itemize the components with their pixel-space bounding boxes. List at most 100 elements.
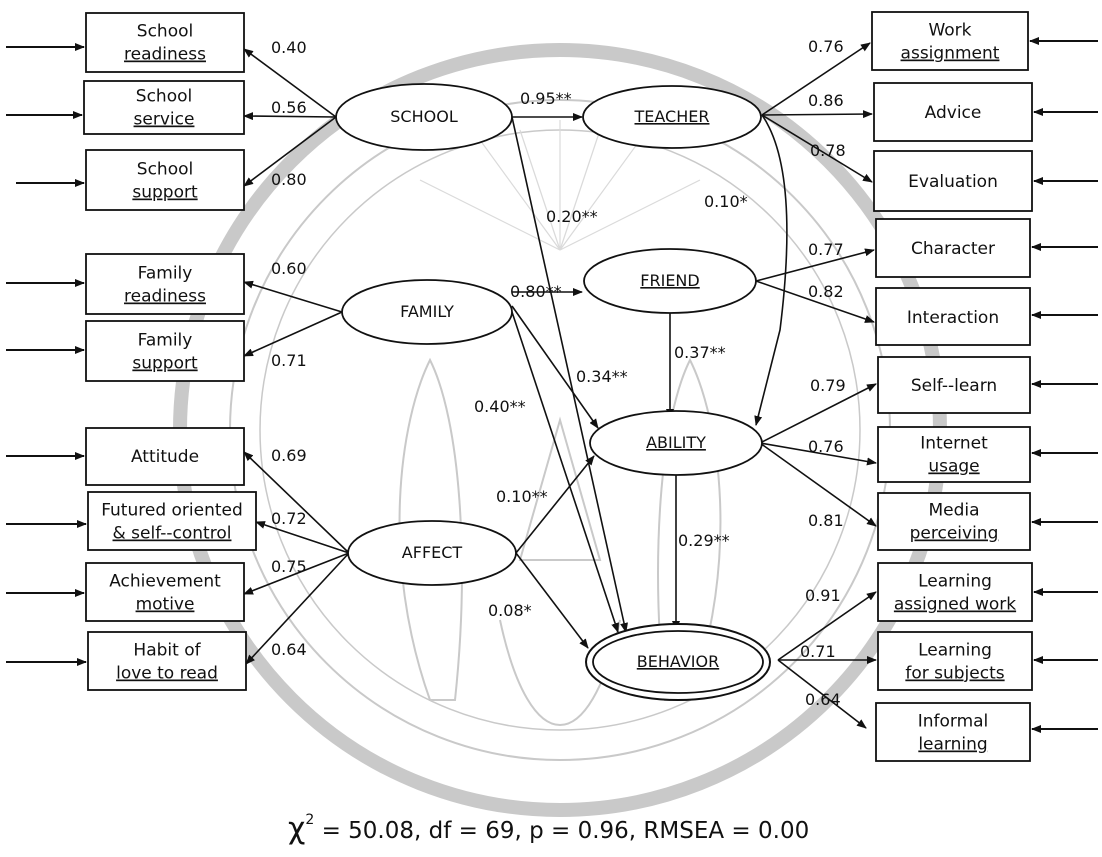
latent-behavior-inner (592, 630, 764, 694)
indicator-box-learning-subjects (877, 631, 1033, 691)
latent-teacher-label: TEACHER (634, 107, 710, 126)
path-school-behavior (511, 116, 628, 633)
indicator-box-informal-learning (875, 702, 1031, 762)
latent-ellipses (335, 83, 771, 701)
latent-school-label: SCHOOL (390, 107, 458, 126)
indicator-internet-usage: Internet usage (920, 434, 988, 477)
fit-values: = 50.08, df = 69, p = 0.96, RMSEA = 0.00 (314, 818, 809, 844)
indicator-future-oriented: Futured oriented& self--control (101, 501, 243, 544)
coef-school-teacher: 0.95** (520, 89, 572, 108)
coef-ability-behavior: 0.29** (678, 531, 730, 550)
loading-school-readiness: 0.40 (271, 38, 307, 57)
path-family-ability (511, 305, 599, 429)
indicator-label-line: readiness (124, 287, 206, 307)
path-affect-behavior (515, 552, 589, 649)
indicator-media-perceiving: Media perceiving (910, 501, 999, 544)
loading-learning-subjects: 0.71 (800, 642, 836, 661)
indicator-label-line: Character (911, 239, 995, 259)
indicator-interaction: Interaction (907, 308, 999, 328)
indicator-character: Character (911, 239, 995, 259)
indicator-box-achievement-motive (85, 562, 245, 622)
latent-affect (347, 520, 517, 586)
loading-school-service: 0.56 (271, 98, 307, 117)
indicator-label-line: Internet (920, 434, 988, 454)
indicator-box-family-readiness (85, 253, 245, 315)
indicator-label-line: Self--learn (911, 376, 997, 396)
latent-ability-label: ABILITY (646, 433, 706, 452)
indicator-label-line: support (132, 354, 198, 374)
indicator-label-line: School (137, 160, 193, 180)
indicator-label-line: Habit of (133, 641, 201, 661)
coef-affect-behavior: 0.08* (488, 601, 532, 620)
loading-internet-usage: 0.76 (808, 437, 844, 456)
indicator-evaluation: Evaluation (908, 172, 998, 192)
indicator-label-line: learning (918, 735, 987, 755)
latent-family-label: FAMILY (400, 302, 454, 321)
indicator-box-character (875, 218, 1031, 278)
fit-statistics: χ2 = 50.08, df = 69, p = 0.96, RMSEA = 0… (288, 811, 809, 846)
loading-media-perceiving: 0.81 (808, 511, 844, 530)
indicator-box-work-assignment (871, 11, 1029, 71)
error-arrows-left (6, 43, 87, 666)
loading-advice: 0.86 (808, 91, 844, 110)
indicator-box-school-readiness (85, 12, 245, 73)
latent-labels: SCHOOL TEACHER FAMILY FRIEND AFFECT ABIL… (390, 107, 719, 671)
latent-affect-label: AFFECT (402, 543, 463, 562)
loading-self-learn: 0.79 (810, 376, 846, 395)
latent-teacher (582, 85, 762, 149)
indicator-label-line: usage (928, 457, 979, 477)
loading-arrows (243, 42, 877, 729)
indicator-box-internet-usage (877, 426, 1031, 483)
indicator-school-readiness: School readiness (124, 22, 206, 65)
indicator-label-line: Informal (918, 712, 989, 732)
indicator-label-line: Media (928, 501, 979, 521)
coef-school-behavior: 0.20** (546, 207, 598, 226)
indicator-label-line: Achievement (109, 572, 221, 592)
indicator-box-future-oriented (87, 491, 257, 551)
indicator-box-habit-read (87, 631, 247, 691)
indicator-box-learning-assigned (877, 562, 1033, 622)
fit-chi-symbol: χ (288, 811, 305, 846)
indicator-box-school-service (83, 80, 245, 135)
indicator-boxes (83, 11, 1033, 762)
indicator-label-line: Family (138, 331, 193, 351)
indicator-label-line: perceiving (910, 524, 999, 544)
indicator-label-line: Family (138, 264, 193, 284)
loading-family-readiness: 0.60 (271, 259, 307, 278)
indicator-box-school-support (85, 149, 245, 211)
latent-ability (589, 410, 763, 476)
error-arrows-right (1029, 37, 1098, 733)
loading-future-oriented: 0.72 (271, 509, 307, 528)
indicator-label-line: Learning (918, 641, 992, 661)
indicator-learning-assigned: Learning assigned work (894, 572, 1016, 615)
indicator-label-line: Evaluation (908, 172, 998, 192)
indicator-label-line: Learning (918, 572, 992, 592)
coef-friend-ability: 0.37** (674, 343, 726, 362)
structural-paths (511, 113, 788, 649)
loading-informal-learning: 0.64 (805, 690, 841, 709)
indicator-label-line: assignment (901, 44, 1000, 64)
indicator-label-line: support (132, 183, 198, 203)
loading-attitude: 0.69 (271, 446, 307, 465)
loading-habit-read: 0.64 (271, 640, 307, 659)
indicator-label-line: School (136, 87, 192, 107)
indicator-label-line: Advice (925, 103, 982, 123)
latent-school (335, 83, 513, 151)
indicator-label-line: School (137, 22, 193, 42)
path-family-behavior (511, 311, 619, 633)
latent-family (341, 279, 513, 345)
indicator-label-line: readiness (124, 45, 206, 65)
coef-affect-ability: 0.10** (496, 487, 548, 506)
latent-friend-label: FRIEND (640, 271, 699, 290)
loading-family-support: 0.71 (271, 351, 307, 370)
indicator-label-line: & self--control (113, 524, 232, 544)
indicator-box-media-perceiving (877, 492, 1031, 551)
indicator-self-learn: Self--learn (911, 376, 997, 396)
indicator-attitude: Attitude (131, 447, 199, 467)
indicator-label-line: assigned work (894, 595, 1016, 615)
